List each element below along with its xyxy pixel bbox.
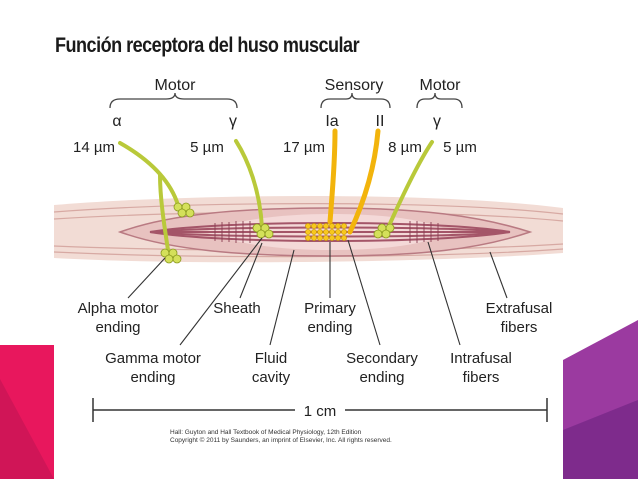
- gamma-left-size-label: 5 µm: [190, 139, 224, 156]
- sensory-group-label: Sensory: [325, 77, 384, 94]
- intrafusal-label-2: fibers: [463, 369, 500, 386]
- motor-left-bracket: [109, 92, 238, 109]
- gamma-motor-ending-label-1: Gamma motor: [105, 350, 201, 367]
- motor-right-bracket: [416, 92, 463, 109]
- alpha-motor-ending: [160, 202, 195, 264]
- ii-sensory-nerve: [347, 128, 381, 235]
- extrafusal-label-2: fibers: [501, 319, 538, 336]
- brackets: [109, 92, 463, 109]
- scale-bar-label: 1 cm: [304, 403, 337, 420]
- secondary-ending-label-1: Secondary: [346, 350, 418, 367]
- ia-size-label: 17 µm: [283, 139, 325, 156]
- fluid-cavity-label-1: Fluid: [255, 350, 288, 367]
- sensory-bracket: [320, 92, 391, 109]
- fluid-cavity-label-2: cavity: [252, 369, 291, 386]
- ia-fiber-label: Ia: [325, 113, 338, 130]
- gamma-motor-ending-label-2: ending: [130, 369, 175, 386]
- gamma-motor-ending-left: [252, 223, 274, 239]
- corner-decoration: [0, 320, 638, 479]
- slide-title: Función receptora del huso muscular: [55, 34, 360, 57]
- motor-left-group-label: Motor: [155, 77, 197, 94]
- credit-line-1: Hall: Guyton and Hall Textbook of Medica…: [170, 429, 362, 436]
- alpha-motor-ending-label-2: ending: [95, 319, 140, 336]
- alpha-motor-ending-label-1: Alpha motor: [78, 300, 159, 317]
- ii-size-label: 8 µm: [388, 139, 422, 156]
- ii-fiber-label: II: [376, 113, 385, 130]
- motor-nerves: [118, 139, 434, 252]
- alpha-fiber-label: α: [112, 113, 121, 130]
- sensory-nerves: [327, 128, 381, 235]
- credit-line-2: Copyright © 2011 by Saunders, an imprint…: [170, 437, 392, 444]
- alpha-motor-nerve: [118, 141, 180, 207]
- gamma-motor-nerve-left: [234, 139, 264, 230]
- alpha-size-label: 14 µm: [73, 139, 115, 156]
- gamma-motor-ending-right: [373, 223, 395, 239]
- scale-bar: [92, 398, 548, 422]
- intrafusal-label-1: Intrafusal: [450, 350, 512, 367]
- secondary-ending-label-2: ending: [359, 369, 404, 386]
- gamma-left-fiber-label: γ: [229, 113, 237, 130]
- gamma-motor-nerve-right: [386, 140, 434, 230]
- ia-sensory-nerve: [327, 128, 338, 225]
- intrafusal-striations-right: [409, 221, 439, 243]
- leader-lines: [127, 237, 508, 346]
- extrafusal-label-1: Extrafusal: [486, 300, 553, 317]
- intrafusal-striations-left: [214, 221, 251, 243]
- gamma-right-size-label: 5 µm: [443, 139, 477, 156]
- alpha-motor-nerve-branch: [158, 173, 170, 252]
- primary-ending-annulospiral: [305, 223, 347, 241]
- motor-right-group-label: Motor: [420, 77, 462, 94]
- primary-ending-label-1: Primary: [304, 300, 356, 317]
- sheath-label: Sheath: [213, 300, 261, 317]
- primary-ending-label-2: ending: [307, 319, 352, 336]
- gamma-right-fiber-label: γ: [433, 113, 441, 130]
